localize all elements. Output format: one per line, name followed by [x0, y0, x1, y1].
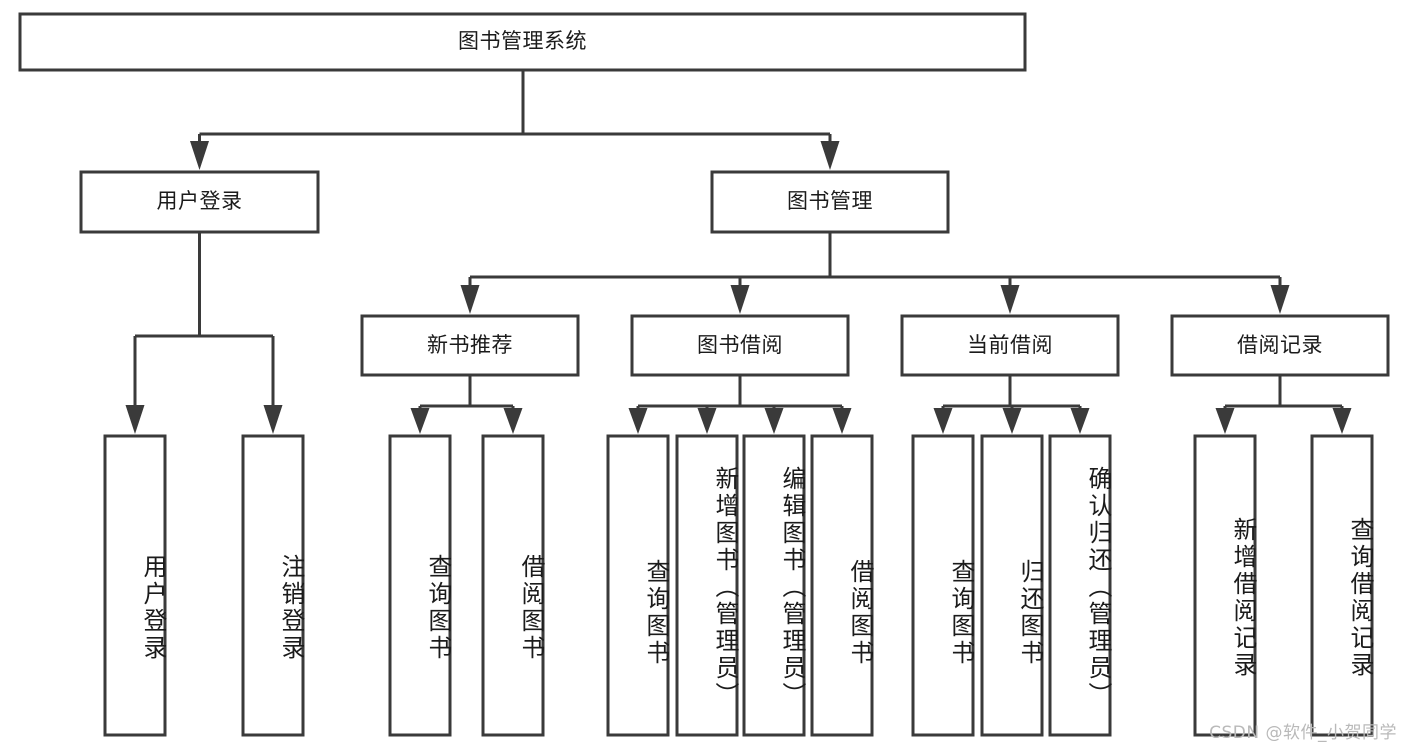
arrow-head-new-book-recommend: [460, 285, 480, 314]
node-box-leaf-query-book-3[interactable]: [911, 434, 975, 737]
node-box-leaf-query-book-1[interactable]: [388, 434, 452, 737]
node-box-leaf-user-login[interactable]: [103, 434, 167, 737]
arrow-head-borrow-record: [1270, 285, 1290, 314]
arrow-head-leaf-query-book-1: [410, 408, 430, 434]
node-box-leaf-confirm-return[interactable]: [1048, 434, 1112, 737]
arrow-head-leaf-user-login: [125, 405, 145, 434]
edge-group-current-borrow: [933, 375, 1090, 434]
csdn-watermark: CSDN @软件_小贺同学: [1209, 723, 1397, 743]
node-box-leaf-edit-book[interactable]: [742, 434, 806, 737]
node-box-leaf-user-logout[interactable]: [241, 434, 305, 737]
edge-group-book-borrow: [628, 375, 852, 434]
edge-group-root: [190, 70, 840, 170]
arrow-head-current-borrow: [1000, 285, 1020, 314]
arrow-head-leaf-add-book: [697, 408, 717, 434]
node-box-leaf-add-book[interactable]: [675, 434, 739, 737]
arrow-head-book-manage: [820, 141, 840, 170]
arrow-head-leaf-user-logout: [263, 405, 283, 434]
node-box-book-manage[interactable]: [710, 170, 950, 234]
edge-group-book-manage: [460, 232, 1290, 314]
node-box-book-borrow[interactable]: [630, 314, 850, 377]
edge-group-borrow-record: [1215, 375, 1352, 434]
node-box-user-login[interactable]: [79, 170, 320, 234]
arrow-head-leaf-add-record: [1215, 408, 1235, 434]
node-box-leaf-add-record[interactable]: [1193, 434, 1257, 737]
node-box-leaf-return-book[interactable]: [980, 434, 1044, 737]
arrow-head-book-borrow: [730, 285, 750, 314]
node-box-current-borrow[interactable]: [900, 314, 1120, 377]
arrow-head-leaf-query-record: [1332, 408, 1352, 434]
arrow-head-leaf-confirm-return: [1070, 408, 1090, 434]
arrow-head-leaf-query-book-3: [933, 408, 953, 434]
node-box-borrow-record[interactable]: [1170, 314, 1390, 377]
arrow-head-leaf-query-book-2: [628, 408, 648, 434]
node-box-leaf-query-book-2[interactable]: [606, 434, 670, 737]
arrow-head-user-login: [190, 141, 209, 170]
arrow-head-leaf-edit-book: [764, 408, 784, 434]
node-box-leaf-query-record[interactable]: [1310, 434, 1374, 737]
edge-group-user-login: [125, 232, 283, 434]
node-box-leaf-borrow-book-1[interactable]: [481, 434, 545, 737]
arrow-head-leaf-return-book: [1002, 408, 1022, 434]
arrow-head-leaf-borrow-book-1: [503, 408, 523, 434]
node-box-new-book-recommend[interactable]: [360, 314, 580, 377]
node-box-root[interactable]: [18, 12, 1027, 72]
edge-group-new-book-recommend: [410, 375, 523, 434]
node-box-leaf-borrow-book-2[interactable]: [810, 434, 874, 737]
arrow-head-leaf-borrow-book-2: [832, 408, 852, 434]
